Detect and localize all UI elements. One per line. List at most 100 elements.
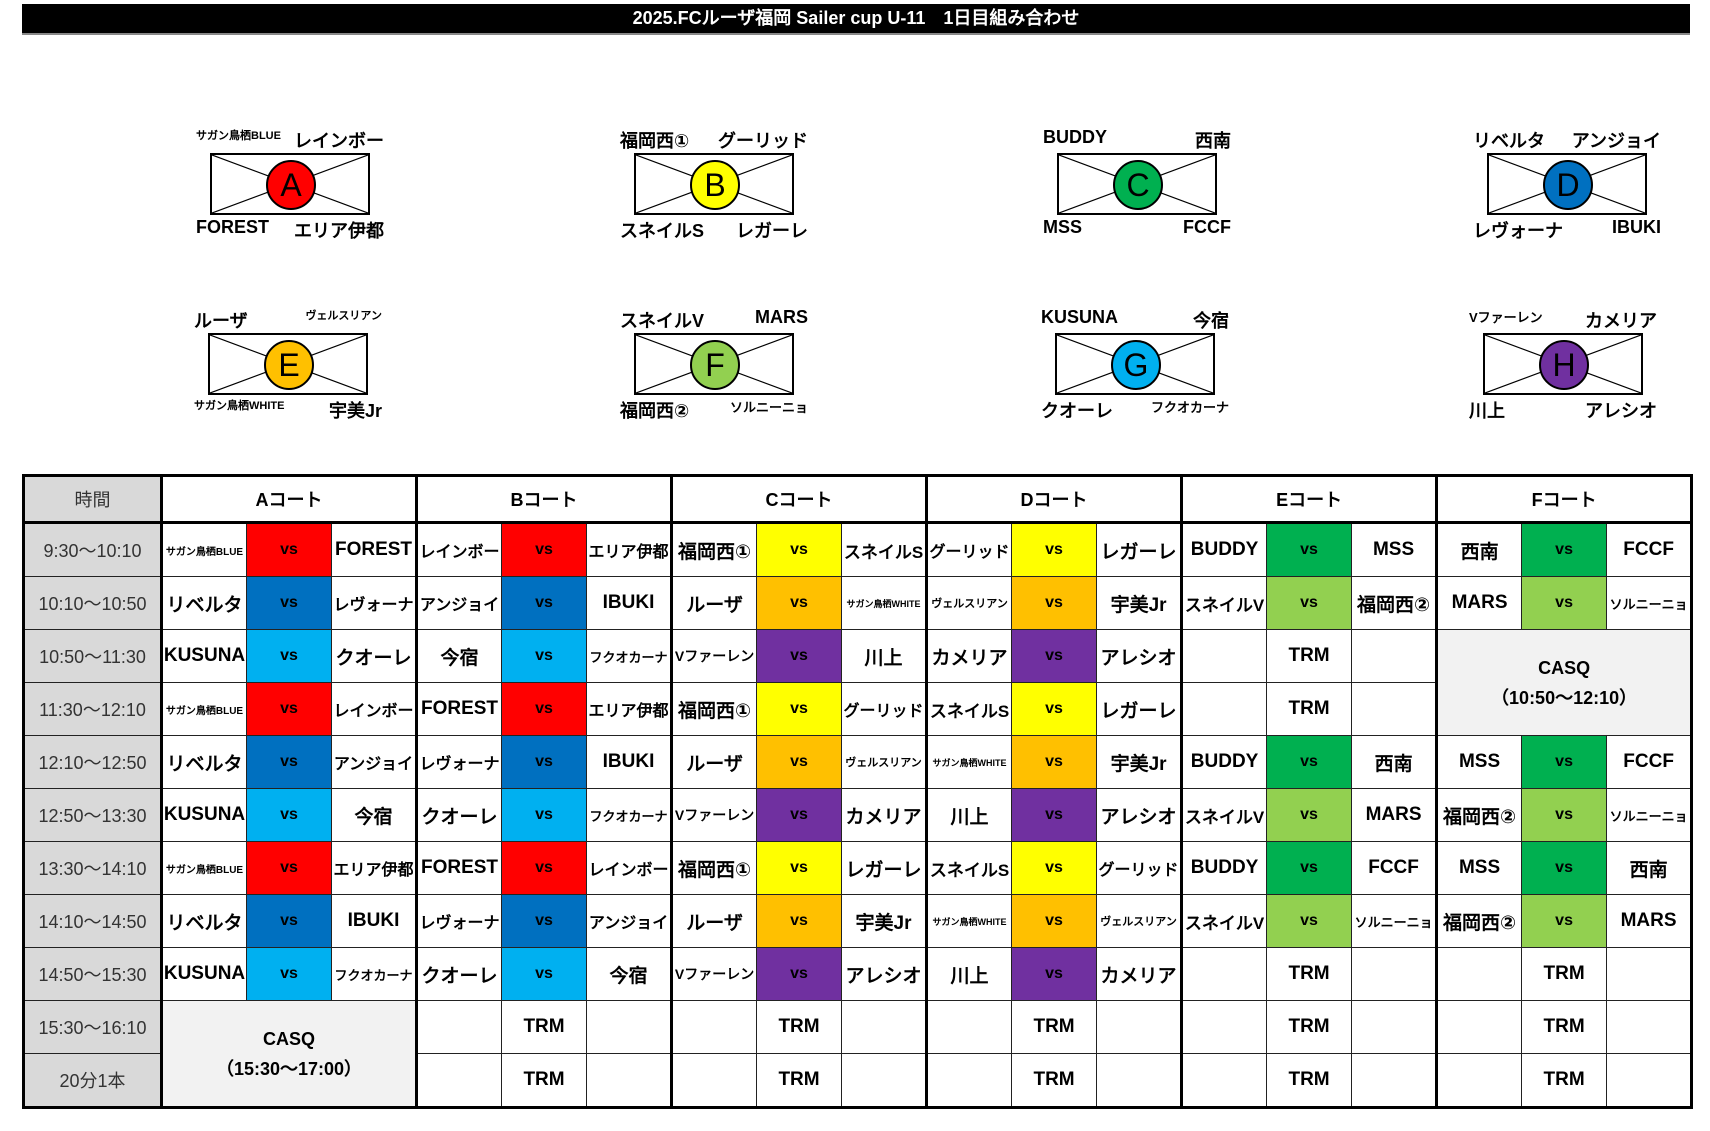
home-team: スネイルS: [926, 682, 1013, 736]
time-slot: 9:30〜10:10: [23, 522, 163, 577]
group-team-label: レガーレ: [736, 221, 808, 241]
group-team-label: MSS: [1043, 217, 1083, 237]
empty-cell: [1181, 629, 1268, 683]
group-box: G: [1055, 333, 1215, 395]
group-team-label: エリア伊都: [294, 221, 384, 241]
group-team-label: レヴォーナ: [1473, 221, 1563, 241]
vs-cell: vs: [1011, 735, 1098, 789]
away-team: グーリッド: [1096, 841, 1184, 895]
away-team: ソルニーニョ: [1351, 894, 1439, 948]
away-team: ヴェルスリアン: [841, 735, 929, 789]
court-header: Fコート: [1436, 475, 1694, 524]
home-team: アンジョイ: [416, 576, 503, 630]
vs-cell: vs: [1266, 735, 1353, 789]
group-box: A: [210, 153, 370, 215]
vs-cell: vs: [1266, 894, 1353, 948]
away-team: グーリッド: [841, 682, 929, 736]
group-team-label: クオーレ: [1041, 401, 1113, 421]
empty-cell: [1096, 1000, 1184, 1054]
home-team: サガン鳥栖WHITE: [926, 735, 1013, 789]
empty-cell: [586, 1000, 674, 1054]
home-team: スネイルS: [926, 841, 1013, 895]
time-slot: 14:10〜14:50: [23, 894, 163, 948]
group-team-label: BUDDY: [1043, 127, 1108, 147]
vs-cell: vs: [246, 735, 332, 789]
group-team-label: リベルタ: [1473, 131, 1545, 151]
vs-cell: vs: [501, 522, 588, 577]
group-team-label: ソルニーニョ: [729, 400, 808, 415]
vs-cell: vs: [501, 735, 588, 789]
court-header: Eコート: [1181, 475, 1439, 524]
home-team: Vファーレン: [671, 788, 758, 842]
away-team: IBUKI: [586, 735, 674, 789]
vs-cell: vs: [1521, 788, 1608, 842]
away-team: エリア伊都: [586, 682, 674, 736]
group-team-label: サガン鳥栖BLUE: [196, 130, 281, 142]
away-team: FCCF: [1606, 735, 1694, 789]
vs-cell: vs: [501, 788, 588, 842]
empty-cell: [416, 1000, 503, 1054]
empty-cell: [671, 1053, 758, 1108]
away-team: アンジョイ: [586, 894, 674, 948]
away-team: アレシオ: [1096, 788, 1184, 842]
home-team: レヴォーナ: [416, 735, 503, 789]
empty-cell: [1436, 947, 1523, 1001]
group-letter-badge: H: [1539, 340, 1589, 390]
away-team: 今宿: [330, 788, 419, 842]
group-box: F: [634, 333, 794, 395]
home-team: BUDDY: [1181, 522, 1268, 577]
empty-cell: [1351, 947, 1439, 1001]
vs-cell: vs: [1521, 735, 1608, 789]
trm-cell: TRM: [501, 1053, 588, 1108]
vs-cell: vs: [1266, 788, 1353, 842]
group-team-label: FOREST: [196, 217, 270, 237]
home-team: 福岡西②: [1436, 894, 1523, 948]
away-team: カメリア: [1096, 947, 1184, 1001]
home-team: 西南: [1436, 522, 1523, 577]
trm-cell: TRM: [1266, 682, 1353, 736]
away-team: サガン鳥栖WHITE: [841, 576, 929, 630]
vs-cell: vs: [756, 841, 843, 895]
vs-cell: vs: [246, 947, 332, 1001]
away-team: MARS: [1606, 894, 1694, 948]
vs-cell: vs: [1266, 522, 1353, 577]
away-team: フクオカーナ: [586, 629, 674, 683]
vs-cell: vs: [246, 841, 332, 895]
time-slot: 12:10〜12:50: [23, 735, 163, 789]
vs-cell: vs: [246, 522, 332, 577]
vs-cell: vs: [756, 576, 843, 630]
empty-cell: [586, 1053, 674, 1108]
home-team: リベルタ: [161, 576, 247, 630]
away-team: アンジョイ: [330, 735, 419, 789]
trm-cell: TRM: [1266, 947, 1353, 1001]
away-team: レインボー: [586, 841, 674, 895]
time-slot: 15:30〜16:10: [23, 1000, 163, 1054]
group-team-label: 福岡西①: [620, 131, 690, 151]
home-team: 福岡西②: [1436, 788, 1523, 842]
vs-cell: vs: [501, 841, 588, 895]
vs-cell: vs: [501, 894, 588, 948]
group-letter-badge: G: [1111, 340, 1161, 390]
empty-cell: [1351, 629, 1439, 683]
home-team: サガン鳥栖BLUE: [161, 841, 247, 895]
vs-cell: vs: [756, 629, 843, 683]
empty-cell: [1181, 682, 1268, 736]
home-team: サガン鳥栖BLUE: [161, 522, 247, 577]
away-team: 西南: [1351, 735, 1439, 789]
trm-cell: TRM: [1011, 1053, 1098, 1108]
trm-cell: TRM: [1521, 1000, 1608, 1054]
home-team: MARS: [1436, 576, 1523, 630]
time-slot: 13:30〜14:10: [23, 841, 163, 895]
away-team: 今宿: [586, 947, 674, 1001]
trm-cell: TRM: [756, 1000, 843, 1054]
vs-cell: vs: [246, 576, 332, 630]
home-team: サガン鳥栖WHITE: [926, 894, 1013, 948]
time-header: 時間: [23, 475, 163, 524]
